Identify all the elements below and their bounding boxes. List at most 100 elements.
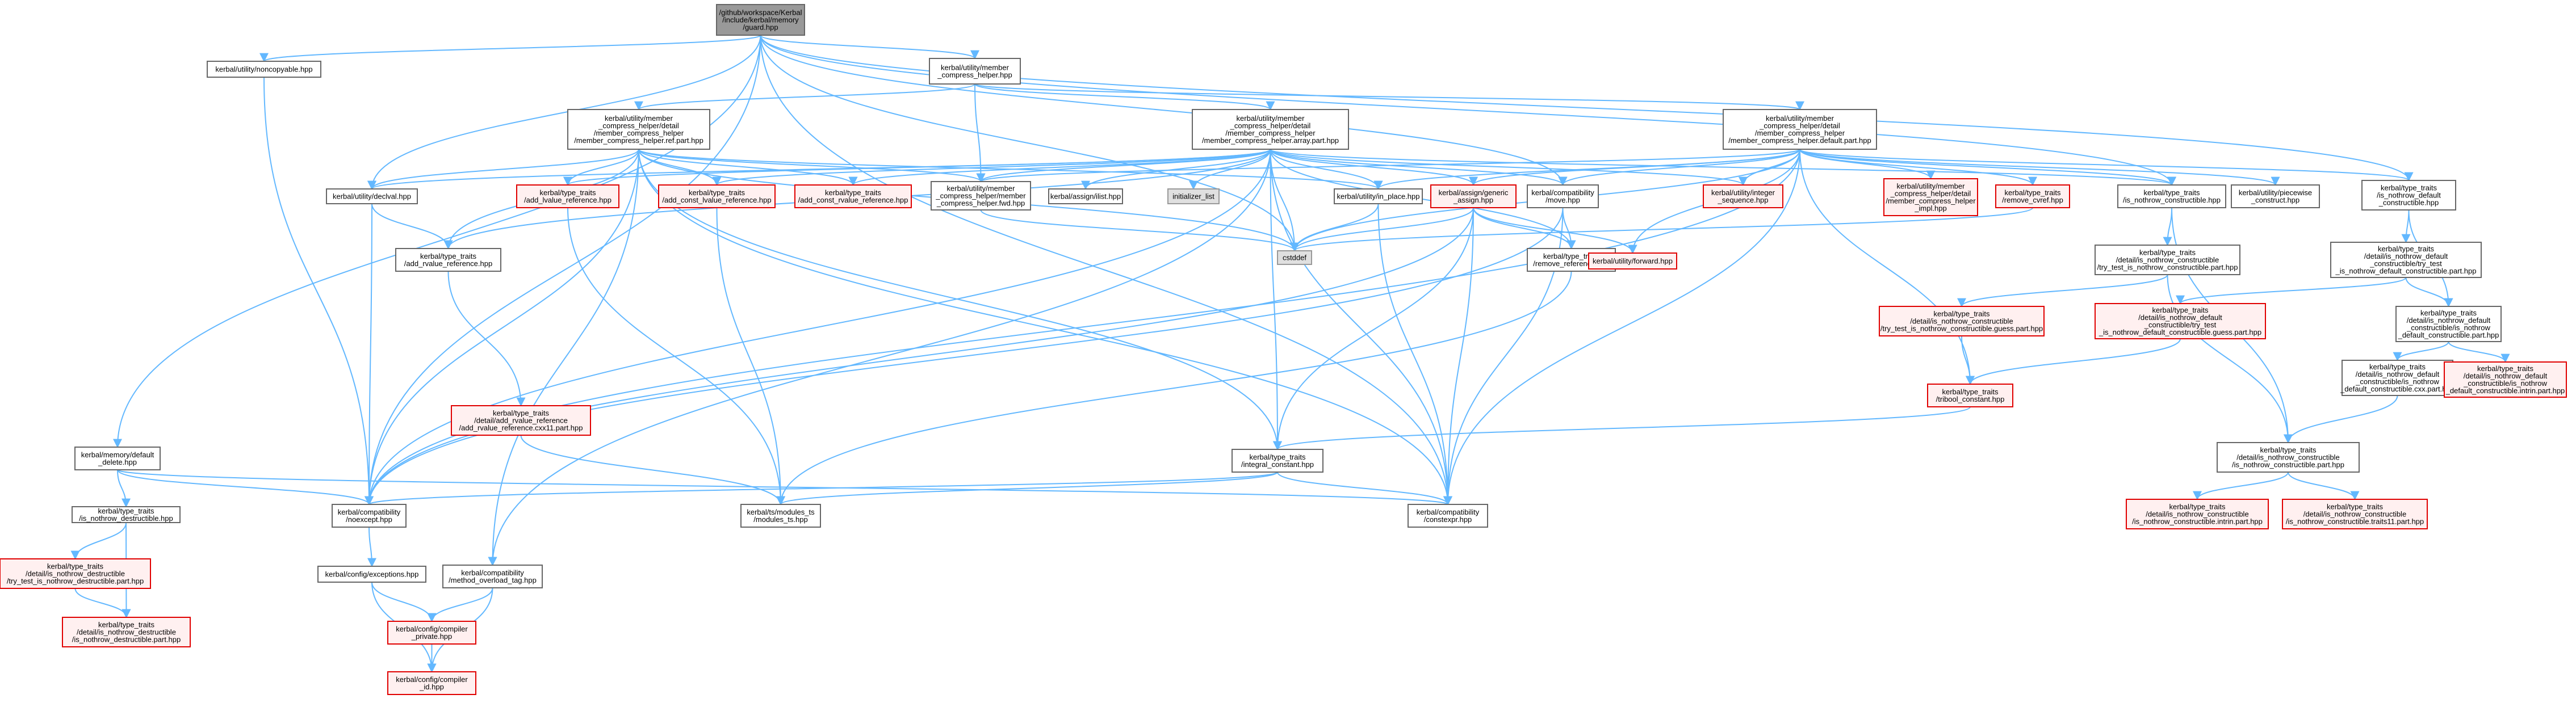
node-label-line: /add_lvalue_reference.hpp xyxy=(524,196,611,204)
node-label-line: /detail/is_nothrow_destructible xyxy=(26,570,125,578)
edge-nt_guess-to-tribool xyxy=(1961,335,1975,385)
node-label-line: /member_compress_helper.default.part.hpp xyxy=(1728,136,1871,145)
node-nt_def_part[interactable]: kerbal/type_traits/detail/is_nothrow_def… xyxy=(2395,306,2502,342)
node-integral_const[interactable]: kerbal/type_traits/integral_constant.hpp xyxy=(1232,449,1323,473)
node-nt_try_test[interactable]: kerbal/type_traits/detail/is_nothrow_con… xyxy=(2095,245,2240,275)
node-declval[interactable]: kerbal/utility/declval.hpp xyxy=(326,188,418,204)
node-label-line: kerbal/utility/piecewise xyxy=(2239,188,2312,197)
edge-root-to-constexpr xyxy=(760,35,1452,506)
edge-declval-to-add_rref xyxy=(371,203,453,250)
node-label-line: /github/workspace/Kerbal xyxy=(719,9,802,17)
node-mch_ref[interactable]: kerbal/utility/member_compress_helper/de… xyxy=(567,109,710,150)
edge-mch_array-to-method_overload xyxy=(488,149,1271,566)
edge-mch_ref-to-declval xyxy=(367,149,639,190)
edge-mch_ref-to-mch_fwd xyxy=(638,149,986,183)
edge-nt_try_test-to-nt_guess xyxy=(1957,274,2168,308)
node-label-line: /modules_ts.hpp xyxy=(753,515,807,524)
node-label-line: /detail/is_nothrow_constructible xyxy=(2146,510,2248,519)
node-box xyxy=(2330,242,2482,278)
node-is_nt_destr[interactable]: kerbal/type_traits/is_nothrow_destructib… xyxy=(72,506,181,523)
node-label-line: kerbal/type_traits xyxy=(2378,245,2434,253)
node-box xyxy=(1703,184,1783,208)
node-add_const_rref: kerbal/type_traits/add_const_rvalue_refe… xyxy=(794,184,912,208)
node-box xyxy=(1588,252,1677,270)
node-mch[interactable]: kerbal/utility/member_compress_helper.hp… xyxy=(929,58,1021,85)
node-is_nt_def[interactable]: kerbal/type_traits/is_nothrow_default_co… xyxy=(2361,180,2456,211)
node-box xyxy=(2395,306,2502,342)
node-ts_modules[interactable]: kerbal/ts/modules_ts/modules_ts.hpp xyxy=(740,504,821,528)
node-label-line: /detail/is_nothrow_destructible xyxy=(77,628,176,637)
node-box xyxy=(1883,178,1978,216)
node-box xyxy=(1192,109,1349,150)
node-add_lref: kerbal/type_traits/add_lvalue_reference.… xyxy=(516,184,619,208)
edge-mch_array-to-in_place xyxy=(1270,149,1383,190)
node-box xyxy=(387,671,476,695)
node-assign_list[interactable]: kerbal/assign/ilist.hpp xyxy=(1048,188,1123,204)
node-label-line: kerbal/memory/default xyxy=(81,451,154,459)
node-label-line: _default_constructible.intrin.part.hpp xyxy=(2445,386,2565,395)
node-label-line: _compress_helper/detail xyxy=(1759,121,1840,130)
node-add_rref[interactable]: kerbal/type_traits/add_rvalue_reference.… xyxy=(395,248,501,272)
node-method_overload[interactable]: kerbal/compatibility/method_overload_tag… xyxy=(442,565,543,588)
node-is_nt_constr[interactable]: kerbal/type_traits/is_nothrow_constructi… xyxy=(2117,184,2226,208)
node-label-line: /detail/is_nothrow_constructible xyxy=(1910,317,2013,326)
node-nt_constr_part[interactable]: kerbal/type_traits/detail/is_nothrow_con… xyxy=(2217,442,2360,473)
node-move[interactable]: kerbal/compatibility/move.hpp xyxy=(1527,184,1599,208)
node-box xyxy=(1167,188,1220,204)
node-piecewise[interactable]: kerbal/utility/piecewise_construct.hpp xyxy=(2231,184,2320,208)
node-noncopyable[interactable]: kerbal/utility/noncopyable.hpp xyxy=(207,61,321,78)
node-box xyxy=(2217,442,2360,473)
edge-nt_constr_part-to-nt_traits11 xyxy=(2288,472,2360,500)
node-box xyxy=(332,504,407,528)
node-label-line: _assign.hpp xyxy=(1453,196,1493,204)
node-label-line: kerbal/type_traits xyxy=(689,188,745,197)
node-label-line: /detail/is_nothrow_default xyxy=(2464,372,2548,380)
edge-nt_destr_try-to-nt_destr_part xyxy=(74,588,131,618)
node-label-line: kerbal/type_traits xyxy=(2327,503,2383,511)
edge-root-to-declval xyxy=(367,35,761,190)
edge-generic_assign-to-cstddef xyxy=(1290,207,1474,252)
edge-method_overload-to-compiler_private xyxy=(427,587,493,622)
node-label-line: _id.hpp xyxy=(419,683,444,691)
node-label-line: /integral_constant.hpp xyxy=(1241,460,1314,469)
node-box xyxy=(1995,184,2070,208)
node-int_seq: kerbal/utility/integer_sequence.hpp xyxy=(1703,184,1783,208)
node-constexpr[interactable]: kerbal/compatibility/constexpr.hpp xyxy=(1408,504,1488,528)
edge-add_rref_cxx11-to-ts_modules xyxy=(520,435,785,506)
node-in_place[interactable]: kerbal/utility/in_place.hpp xyxy=(1334,188,1423,204)
node-nt_def_try_test[interactable]: kerbal/type_traits/detail/is_nothrow_def… xyxy=(2330,242,2482,278)
node-box xyxy=(740,504,821,528)
edge-generic_assign-to-remove_ref xyxy=(1473,207,1576,250)
edge-mch-to-mch_default xyxy=(974,83,1804,111)
node-root[interactable]: /github/workspace/Kerbal/include/kerbal/… xyxy=(716,4,805,36)
edge-move-to-noexcept xyxy=(365,207,1564,506)
node-box xyxy=(72,506,181,523)
node-label-line: /add_const_lvalue_reference.hpp xyxy=(662,196,771,204)
node-compiler_id: kerbal/config/compiler_id.hpp xyxy=(387,671,476,695)
node-noexcept[interactable]: kerbal/compatibility/noexcept.hpp xyxy=(332,504,407,528)
node-mch_fwd[interactable]: kerbal/utility/member_compress_helper/me… xyxy=(931,181,1031,211)
node-memdef_delete[interactable]: kerbal/memory/default_delete.hpp xyxy=(74,447,161,470)
node-exceptions[interactable]: kerbal/config/exceptions.hpp xyxy=(317,566,426,583)
node-tribool: kerbal/type_traits/tribool_constant.hpp xyxy=(1927,384,2013,407)
node-box xyxy=(317,566,426,583)
node-nt_def_intrin: kerbal/type_traits/detail/is_nothrow_def… xyxy=(2444,361,2567,398)
edge-tribool-to-integral_const xyxy=(1273,406,1971,451)
edge-mch_default-to-is_nt_constr xyxy=(1799,149,2176,186)
node-label-line: /is_nothrow_constructible.traits11.part.… xyxy=(2286,517,2424,526)
node-label-line: /detail/is_nothrow_default xyxy=(2407,316,2491,325)
node-nt_def_cxx[interactable]: kerbal/type_traits/detail/is_nothrow_def… xyxy=(2340,360,2454,396)
edge-root-to-move xyxy=(760,35,1568,186)
node-mch_default[interactable]: kerbal/utility/member_compress_helper/de… xyxy=(1723,109,1877,150)
node-box xyxy=(207,61,321,78)
node-box xyxy=(2117,184,2226,208)
node-label-line: /member_compress_helper.array.part.hpp xyxy=(1202,136,1339,145)
node-box xyxy=(442,565,543,588)
node-label-line: _is_nothrow_default_constructible.part.h… xyxy=(2335,267,2477,275)
node-label-line: kerbal/type_traits xyxy=(1942,388,1999,396)
node-label-line: /constexpr.hpp xyxy=(1424,515,1472,524)
node-label-line: kerbal/type_traits xyxy=(2169,503,2226,511)
edge-mch_array-to-integral_const xyxy=(1270,149,1282,451)
node-forward: kerbal/utility/forward.hpp xyxy=(1588,252,1677,270)
node-mch_array[interactable]: kerbal/utility/member_compress_helper/de… xyxy=(1192,109,1349,150)
